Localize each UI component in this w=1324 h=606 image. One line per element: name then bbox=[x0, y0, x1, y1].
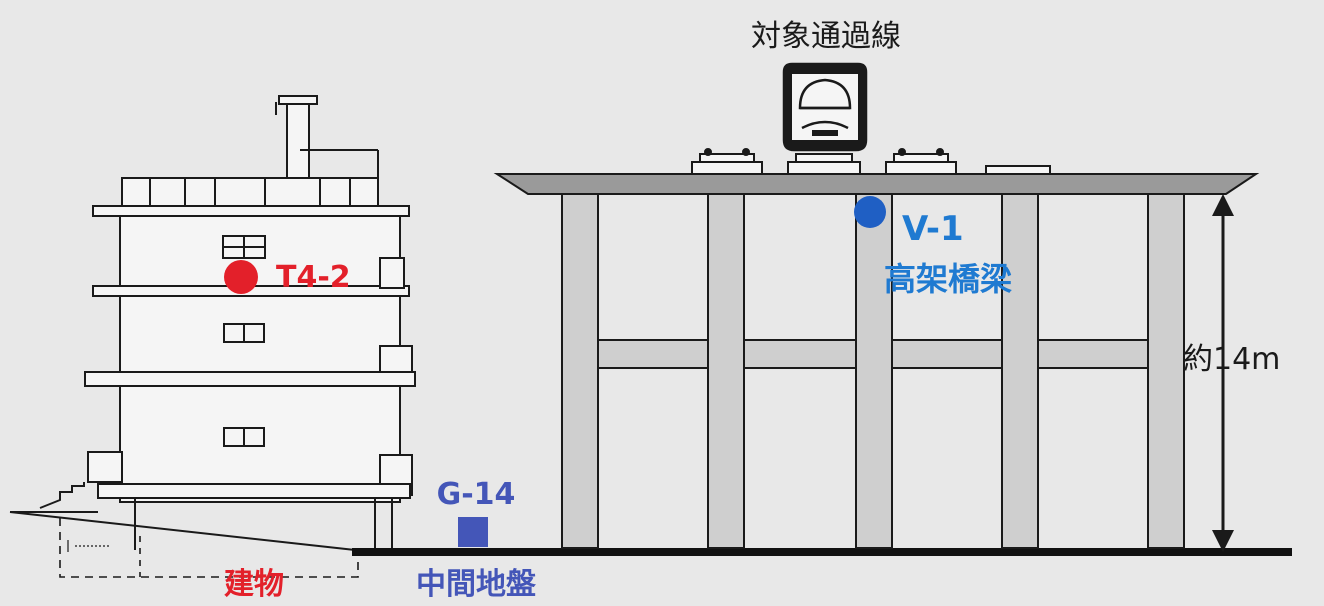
slab-2f bbox=[84, 371, 416, 387]
beam-4 bbox=[1037, 339, 1149, 369]
balcony-3f bbox=[379, 257, 405, 289]
viaduct-deck bbox=[493, 173, 1260, 195]
train-icon bbox=[782, 62, 868, 152]
roof-parapet bbox=[121, 177, 379, 207]
slab-1f bbox=[97, 483, 411, 499]
pillar-2 bbox=[707, 189, 745, 549]
beam-2 bbox=[743, 339, 857, 369]
track-1 bbox=[691, 148, 763, 175]
viaduct-point-marker bbox=[854, 196, 886, 228]
height-label: 約14m bbox=[1183, 342, 1280, 377]
viaduct-label: 高架橋梁 bbox=[884, 260, 1012, 298]
building-point-label: T4-2 bbox=[276, 260, 351, 295]
pillar-1 bbox=[561, 189, 599, 549]
window-2f bbox=[223, 427, 265, 447]
slab-roof bbox=[92, 205, 410, 217]
left-annex bbox=[87, 451, 123, 483]
track-2 bbox=[787, 153, 861, 175]
roof-tower-cap bbox=[278, 95, 318, 105]
building-label: 建物 bbox=[224, 567, 284, 602]
building-ground bbox=[9, 511, 359, 578]
viaduct-drawing bbox=[493, 148, 1260, 549]
pillar-5 bbox=[1147, 189, 1185, 549]
beam-1 bbox=[597, 339, 709, 369]
pillar-4 bbox=[1001, 189, 1039, 549]
beam-3 bbox=[891, 339, 1003, 369]
building-point-marker bbox=[224, 260, 258, 294]
ground-point-label: G-14 bbox=[437, 477, 516, 512]
balcony-2f bbox=[379, 345, 413, 373]
building-drawing bbox=[39, 95, 416, 550]
track-3 bbox=[885, 148, 957, 175]
ground-line bbox=[352, 548, 1292, 556]
pillar-3 bbox=[855, 189, 893, 549]
window-3f bbox=[223, 323, 265, 343]
ground-point-marker bbox=[458, 517, 488, 547]
viaduct-point-label: V-1 bbox=[902, 209, 964, 249]
height-dimension bbox=[1212, 194, 1234, 552]
window-4f bbox=[222, 235, 266, 259]
track-4 bbox=[985, 165, 1051, 175]
ground-label: 中間地盤 bbox=[416, 567, 536, 602]
train-line-label: 対象通過線 bbox=[751, 19, 901, 54]
roof-tower bbox=[286, 101, 310, 181]
